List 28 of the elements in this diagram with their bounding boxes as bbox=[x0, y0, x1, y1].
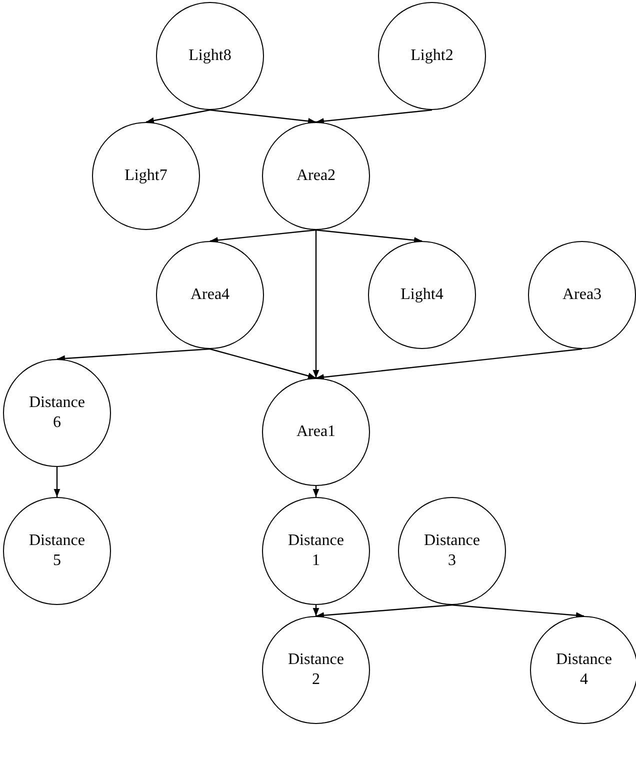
arrow bbox=[316, 109, 432, 124]
node-label: Area1 bbox=[296, 422, 336, 442]
arrow bbox=[312, 486, 320, 497]
node-label: Distance 3 bbox=[423, 531, 481, 571]
node-label: Area3 bbox=[562, 285, 602, 305]
node-label: Light2 bbox=[410, 46, 454, 66]
arrow bbox=[312, 230, 320, 378]
arrow bbox=[452, 604, 584, 619]
node-label: Light4 bbox=[400, 285, 444, 305]
arrow bbox=[56, 348, 210, 362]
node-label: Light7 bbox=[124, 166, 168, 186]
node-label: Light8 bbox=[188, 46, 232, 66]
node-label: Area4 bbox=[190, 285, 230, 305]
node-label: Distance 4 bbox=[555, 650, 613, 690]
arrow bbox=[316, 604, 452, 619]
arrow bbox=[54, 467, 60, 497]
arrow bbox=[316, 229, 422, 244]
node-label: Distance 2 bbox=[287, 650, 345, 690]
arrow bbox=[316, 348, 582, 380]
arrow bbox=[210, 229, 316, 244]
node-label: Distance 1 bbox=[287, 531, 345, 571]
node-label: Area2 bbox=[296, 166, 336, 186]
arrow bbox=[210, 109, 316, 124]
node-label: Distance 6 bbox=[28, 393, 86, 433]
arrow bbox=[210, 348, 316, 379]
node-label: Distance 5 bbox=[28, 531, 86, 571]
arrow bbox=[312, 605, 320, 616]
arrow bbox=[146, 109, 210, 124]
